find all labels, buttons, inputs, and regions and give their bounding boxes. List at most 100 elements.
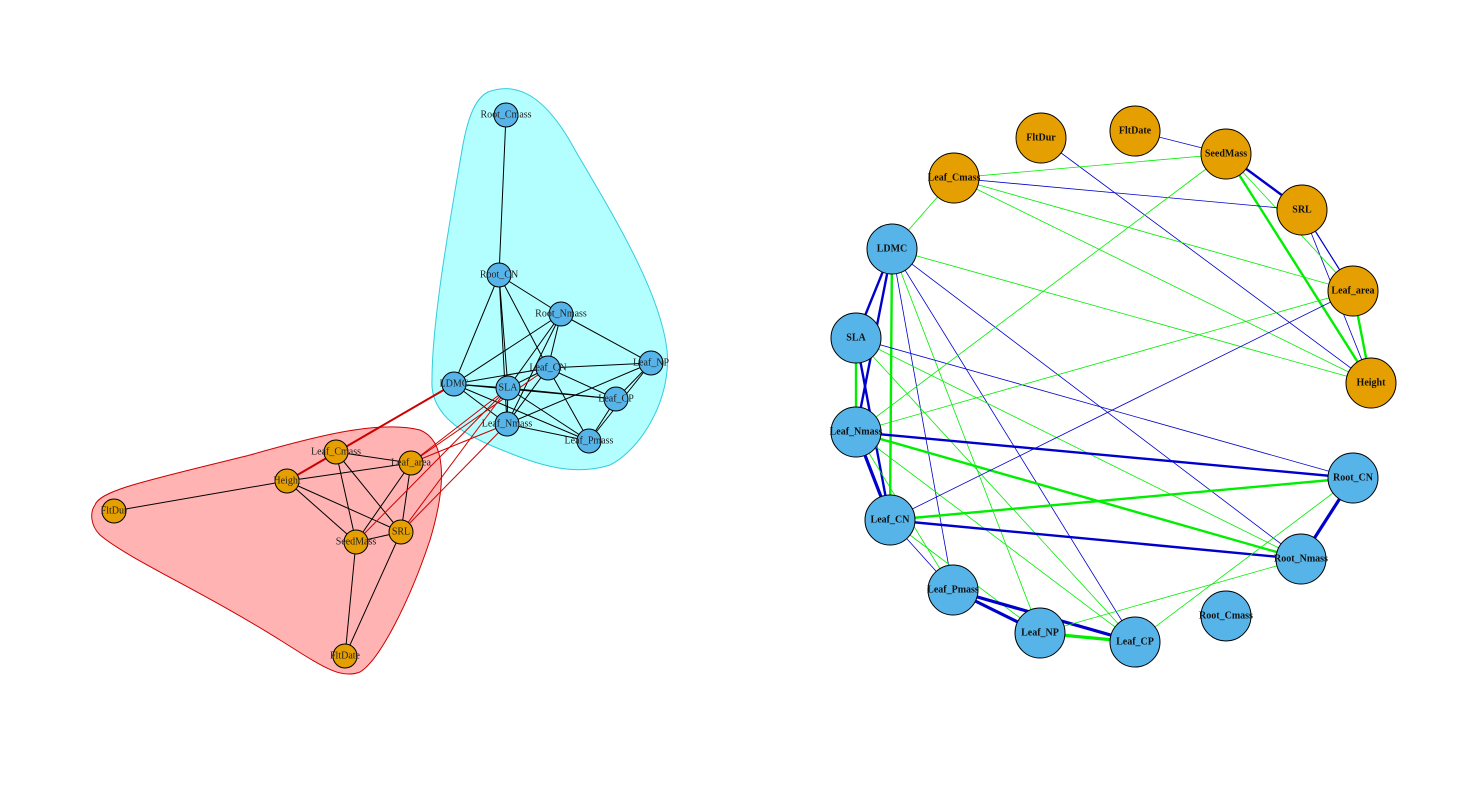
node-label: FltDur xyxy=(101,506,128,517)
node-circle xyxy=(343,529,369,555)
node-circle xyxy=(494,411,520,437)
node-srl[interactable]: SRL xyxy=(1276,184,1328,236)
node-circle xyxy=(576,428,602,454)
node-circle xyxy=(535,355,561,381)
node-circle xyxy=(1200,590,1252,642)
node-root-cmass[interactable]: Root_Cmass xyxy=(1199,590,1253,642)
node-leaf-cp[interactable]: Leaf_CP xyxy=(598,386,634,412)
node-sla[interactable]: SLA xyxy=(830,312,882,364)
node-circle xyxy=(1275,533,1327,585)
node-seedmass[interactable]: SeedMass xyxy=(336,529,377,555)
positive-edge-leaf-nmass-seedmass xyxy=(855,153,1227,433)
node-circle xyxy=(1109,105,1161,157)
node-sla[interactable]: SLA xyxy=(495,375,521,401)
node-label: SRL xyxy=(392,527,410,538)
node-label: Root_Nmass xyxy=(1274,554,1328,565)
node-height[interactable]: Height xyxy=(1345,357,1397,409)
edge-ldmc-leaf-cn xyxy=(453,367,549,385)
node-label: Height xyxy=(273,476,300,487)
cluster-hull-a xyxy=(91,426,442,675)
edge-leaf-nmass-leaf-np xyxy=(506,362,652,425)
node-circle xyxy=(928,152,980,204)
edge-height-leaf-area xyxy=(286,462,412,482)
node-leaf-area[interactable]: Leaf_area xyxy=(391,450,432,476)
node-leaf-cn[interactable]: Leaf_CN xyxy=(529,355,567,381)
positive-edge-sla-root-nmass xyxy=(855,337,1302,560)
node-fltdate[interactable]: FltDate xyxy=(1109,105,1161,157)
node-leaf-nmass[interactable]: Leaf_Nmass xyxy=(482,411,533,437)
node-label: Root_Cmass xyxy=(1199,611,1253,622)
node-circle xyxy=(495,375,521,401)
node-leaf-pmass[interactable]: Leaf_Pmass xyxy=(565,428,614,454)
edge-root-nmass-leaf-nmass xyxy=(506,313,562,425)
edge-sla-leaf-area xyxy=(410,387,509,464)
node-label: Root_CN xyxy=(1333,473,1374,484)
node-leaf-pmass[interactable]: Leaf_Pmass xyxy=(927,564,979,616)
node-circle xyxy=(493,102,519,128)
edge-root-cn-ldmc xyxy=(453,274,500,385)
edge-srl-fltdate xyxy=(344,531,402,657)
node-circle xyxy=(638,350,664,376)
node-root-nmass[interactable]: Root_Nmass xyxy=(1274,533,1328,585)
node-fltdur[interactable]: FltDur xyxy=(101,498,128,524)
node-leaf-cp[interactable]: Leaf_CP xyxy=(1109,616,1161,668)
node-fltdate[interactable]: FltDate xyxy=(330,643,361,669)
node-label: Height xyxy=(1357,378,1387,389)
node-circle xyxy=(323,439,349,465)
positive-edge-leaf-nmass-leaf-area xyxy=(855,290,1354,433)
node-circle xyxy=(274,468,300,494)
positive-edge-leaf-cn-root-cn xyxy=(889,476,1354,522)
edge-root-cn-leaf-cn xyxy=(498,274,549,369)
edge-leaf-cn-leaf-pmass xyxy=(547,367,590,442)
node-srl[interactable]: SRL xyxy=(388,519,414,545)
node-leaf-area[interactable]: Leaf_area xyxy=(1327,265,1379,317)
node-label: Leaf_Cmass xyxy=(311,447,361,458)
node-circle xyxy=(864,494,916,546)
positive-edge-leaf-cmass-height xyxy=(953,177,1372,384)
node-leaf-cmass[interactable]: Leaf_Cmass xyxy=(928,152,981,204)
node-root-cn[interactable]: Root_CN xyxy=(480,262,518,288)
node-leaf-nmass[interactable]: Leaf_Nmass xyxy=(830,406,883,458)
node-circle xyxy=(548,301,574,327)
edge-leaf-nmass-srl xyxy=(400,423,508,533)
node-ldmc[interactable]: LDMC xyxy=(866,223,918,275)
edge-leaf-cn-leaf-np xyxy=(547,362,652,369)
edge-leaf-area-seedmass xyxy=(355,462,412,543)
node-circle xyxy=(1014,607,1066,659)
node-ldmc[interactable]: LDMC xyxy=(440,371,469,397)
node-label: Leaf_Nmass xyxy=(830,427,883,438)
node-leaf-np[interactable]: Leaf_NP xyxy=(1014,607,1066,659)
edge-sla-srl xyxy=(400,387,509,533)
node-root-cn[interactable]: Root_CN xyxy=(1327,452,1379,504)
negative-edge-leaf-cmass-srl xyxy=(953,177,1303,211)
node-label: Leaf_Cmass xyxy=(928,173,981,184)
edge-root-cmass-root-cn xyxy=(498,114,507,276)
edge-ldmc-height xyxy=(286,383,455,482)
node-label: FltDate xyxy=(1119,126,1152,137)
node-label: Leaf_NP xyxy=(633,358,670,369)
positive-edge-leaf-nmass-leaf-cp xyxy=(855,431,1136,643)
node-height[interactable]: Height xyxy=(273,468,301,494)
cluster-hull-b xyxy=(431,88,669,471)
node-label: Leaf_CN xyxy=(871,515,911,526)
node-leaf-cmass[interactable]: Leaf_Cmass xyxy=(311,439,361,465)
node-circle xyxy=(830,312,882,364)
node-label: Leaf_area xyxy=(1331,286,1374,297)
node-seedmass[interactable]: SeedMass xyxy=(1200,128,1252,180)
edge-leaf-cn-leaf-area xyxy=(410,367,549,464)
node-root-cmass[interactable]: Root_Cmass xyxy=(480,102,532,128)
negative-edge-ldmc-leaf-pmass xyxy=(891,248,954,591)
node-circle xyxy=(441,371,467,397)
edge-seedmass-fltdate xyxy=(344,541,357,657)
node-circle xyxy=(486,262,512,288)
node-label: Leaf_CP xyxy=(598,394,634,405)
node-label: Leaf_area xyxy=(391,458,432,469)
node-leaf-cn[interactable]: Leaf_CN xyxy=(864,494,916,546)
node-label: Leaf_CP xyxy=(1116,637,1154,648)
node-label: SRL xyxy=(1292,205,1312,216)
node-root-nmass[interactable]: Root_Nmass xyxy=(535,301,587,327)
node-leaf-np[interactable]: Leaf_NP xyxy=(633,350,670,376)
node-label: FltDur xyxy=(1026,133,1056,144)
node-fltdur[interactable]: FltDur xyxy=(1015,112,1067,164)
